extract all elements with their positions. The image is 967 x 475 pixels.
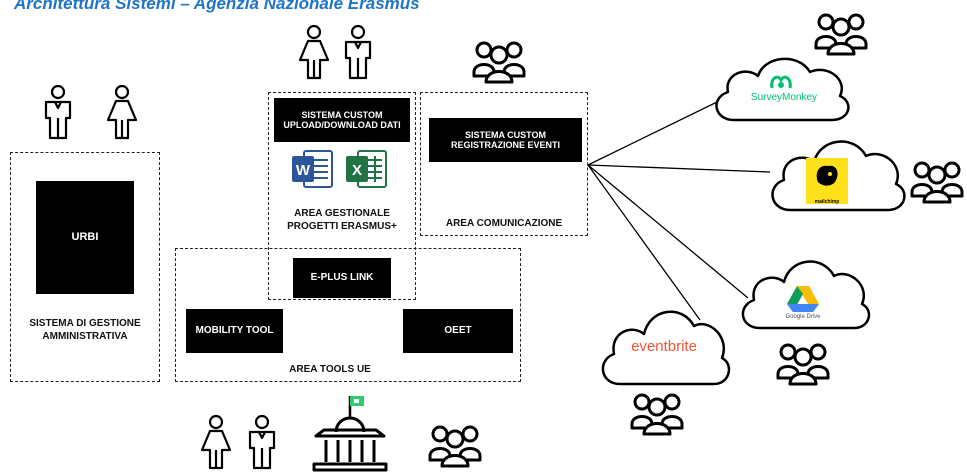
female-user-icon: [106, 84, 138, 140]
area-gestione-amministrativa: [10, 152, 160, 382]
excel-icon: X: [346, 150, 387, 188]
urbi-system: URBI: [36, 181, 134, 294]
cloud-icon: [715, 57, 850, 122]
area-comunicazione: [420, 92, 588, 236]
mailchimp-logo: mailchimp: [806, 158, 848, 205]
label-gestione-amministrativa: SISTEMA DI GESTIONE AMMINISTRATIVA: [29, 318, 141, 342]
mailchimp-icon: [816, 165, 838, 186]
male-user-icon: [248, 414, 276, 470]
cloud-icon: [601, 310, 731, 386]
surveymonkey-label: SurveyMonkey: [750, 92, 818, 103]
male-user-icon: [44, 84, 72, 140]
label-gestionale-progetti: AREA GESTIONALE PROGETTI ERASMUS+: [287, 208, 397, 232]
male-user-icon: [344, 24, 372, 80]
female-user-icon: [200, 414, 232, 470]
mobility-tool-system: MOBILITY TOOL: [186, 309, 283, 353]
registrazione-eventi-system: SISTEMA CUSTOM REGISTRAZIONE EVENTI: [429, 118, 582, 162]
upload-download-system: SISTEMA CUSTOM UPLOAD/DOWNLOAD DATI: [274, 98, 410, 142]
eplus-link-system: E-PLUS LINK: [293, 258, 391, 298]
area-tools-ue: [175, 248, 521, 382]
surveymonkey-icon: [770, 75, 792, 89]
group-icon: [428, 425, 482, 468]
female-user-icon: [298, 24, 330, 80]
group-icon: [472, 41, 526, 84]
mailchimp-label: mailchimp: [814, 199, 840, 205]
diagram-title: Architettura Sistemi – Agenzia Nazionale…: [14, 0, 420, 13]
google-drive-icon: [787, 286, 819, 312]
group-icon: [910, 161, 964, 204]
area-gestionale-progetti: [268, 92, 416, 300]
oeet-system: OEET: [403, 309, 513, 353]
google-drive-label: Google Drive: [785, 314, 821, 320]
group-icon: [630, 393, 684, 436]
eventbrite-label: eventbrite: [631, 338, 697, 355]
word-icon: W: [292, 150, 333, 188]
group-icon: [814, 13, 868, 56]
svg-text:X: X: [352, 162, 362, 179]
label-tools-ue: AREA TOOLS UE: [289, 364, 371, 375]
group-icon: [776, 343, 830, 386]
label-comunicazione: AREA COMUNICAZIONE: [445, 218, 563, 229]
svg-text:W: W: [296, 162, 311, 179]
agency-building-icon: [312, 396, 388, 472]
